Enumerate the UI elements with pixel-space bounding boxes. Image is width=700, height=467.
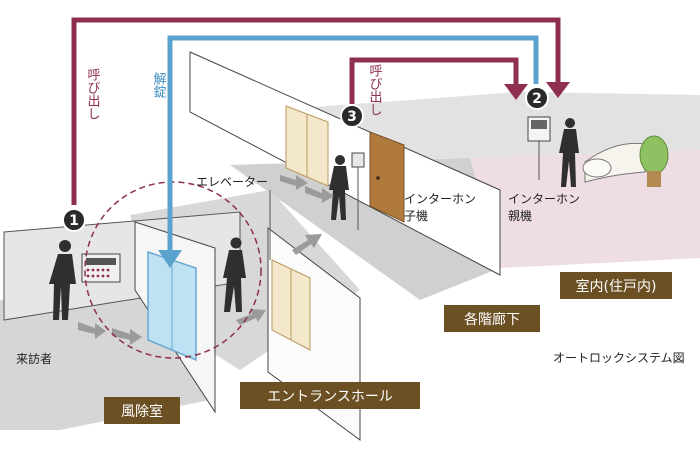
vestibule-focus-circle [84, 181, 262, 359]
visitor-label: 来訪者 [16, 351, 52, 366]
intercom-master-label: インターホン 親機 [508, 192, 584, 223]
intercom-sub-label-line2: 子機 [404, 208, 428, 223]
area-label-entrance-hall: エントランスホール [240, 382, 420, 409]
unlock-signal-arrowhead [158, 250, 182, 268]
entrance-intercom-screen [86, 258, 116, 265]
unit-front-door [369, 131, 405, 223]
intercom-master-label-line1: インターホン [508, 192, 580, 206]
svg-text:各階廊下: 各階廊下 [464, 311, 520, 328]
plant-illustration [639, 135, 669, 187]
unlock-label: 解錠 [151, 72, 167, 99]
resident-in-hall-figure [223, 237, 246, 312]
intercom-master-label-line2: 親機 [508, 208, 532, 223]
svg-text:エントランスホール: エントランスホール [267, 389, 393, 405]
svg-text:室内(住戸内): 室内(住戸内) [576, 278, 657, 295]
svg-text:風除室: 風除室 [121, 403, 163, 420]
door-knob [376, 176, 380, 180]
corridor-call-arrowhead [504, 84, 528, 100]
master-intercom-screen [531, 120, 547, 129]
elevator-label: エレベーター [196, 175, 268, 189]
diagram-caption: オートロックシステム図 [553, 351, 685, 365]
unlock-signal-line [167, 35, 539, 252]
call-label-right: 呼び出し [367, 64, 383, 116]
floor-movement-arrows [78, 175, 334, 345]
call-signal-arrowhead [546, 82, 570, 98]
sofa-illustration [582, 142, 646, 183]
corridor-call-line [349, 57, 519, 104]
svg-text:2: 2 [532, 91, 542, 107]
area-label-unit: 室内(住戸内) [560, 272, 672, 299]
step-badge-3: 3 [340, 104, 364, 128]
step-badge-2: 2 [525, 86, 549, 110]
sub-intercom-unit [351, 152, 365, 168]
area-label-vestibule: 風除室 [104, 397, 180, 424]
visitor-figure [49, 240, 76, 320]
entrance-intercom-keys [86, 268, 110, 278]
area-label-corridor: 各階廊下 [444, 305, 540, 332]
call-signal-line [71, 17, 561, 205]
unit-floor [470, 150, 700, 268]
call-label-left: 呼び出し [85, 68, 101, 120]
step-badge-1: 1 [62, 208, 86, 232]
intercom-sub-label: インターホン 子機 [404, 192, 480, 223]
svg-text:1: 1 [69, 213, 79, 229]
resident-in-unit-figure [559, 118, 579, 187]
intercom-sub-label-line1: インターホン [404, 192, 476, 206]
svg-text:3: 3 [347, 109, 357, 125]
resident-in-corridor-figure [329, 155, 349, 220]
